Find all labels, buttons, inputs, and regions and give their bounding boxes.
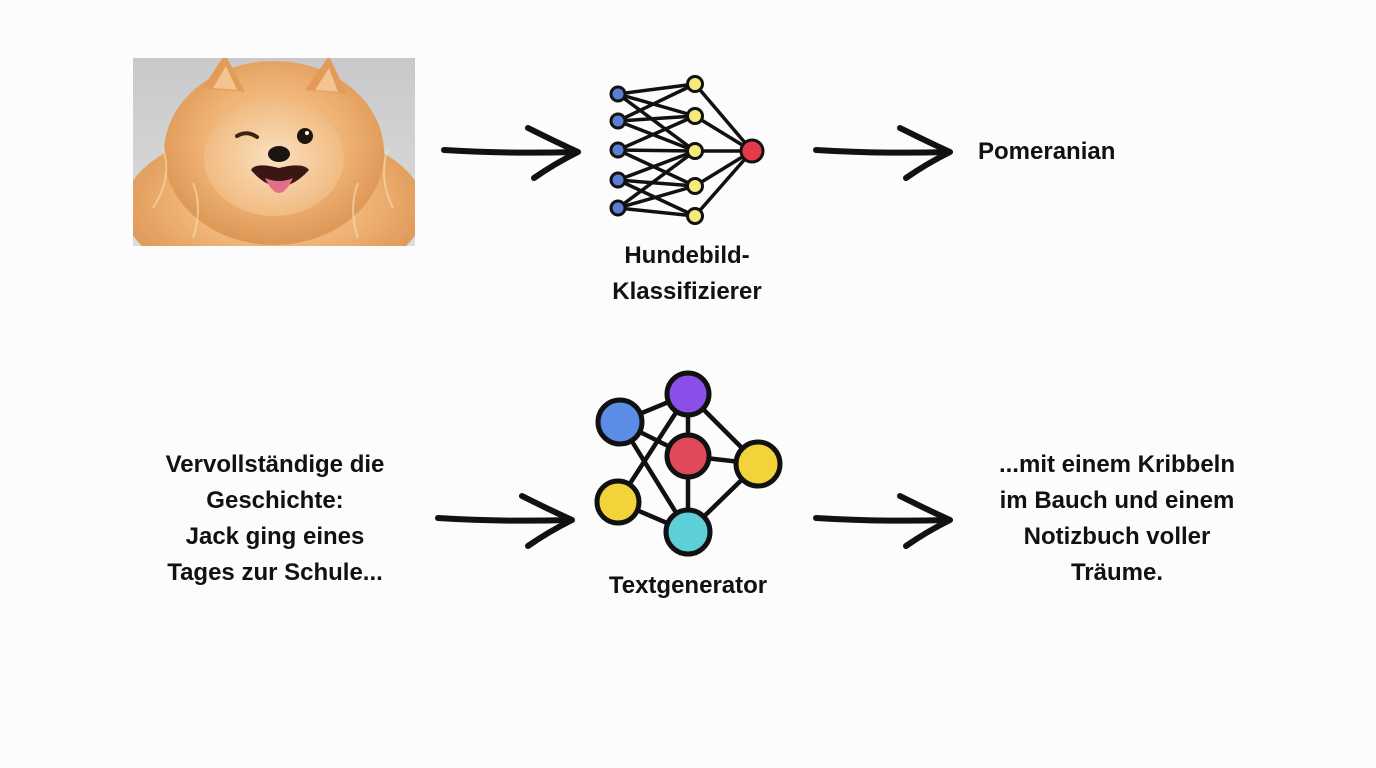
classifier-label-line: Klassifizierer [612, 278, 762, 305]
generated-text: ...mit einem Kribbeln im Bauch und einem… [965, 447, 1269, 591]
classifier-label: Hundebild- Klassifizierer [580, 238, 794, 310]
classifier-label-line: Hundebild- [624, 242, 750, 269]
right-arrow-icon [441, 125, 581, 181]
graph-network-icon [594, 370, 783, 557]
generated-line: Notizbuch voller [1023, 523, 1211, 550]
classifier-output-label: Pomeranian [978, 138, 1116, 165]
right-arrow-icon [813, 493, 953, 549]
generated-line: im Bauch und einem [999, 487, 1235, 514]
neural-network-icon [609, 75, 765, 225]
generated-line: Träume. [1070, 559, 1164, 586]
pomeranian-dog-photo [133, 58, 415, 246]
prompt-line: Jack ging eines [185, 523, 365, 550]
generator-label: Textgenerator [608, 572, 768, 599]
right-arrow-icon [813, 125, 953, 181]
generated-line: ...mit einem Kribbeln [998, 451, 1236, 478]
prompt-line: Tages zur Schule... [167, 559, 383, 586]
prompt-line: Geschichte: [206, 487, 344, 514]
prompt-text: Vervollständige die Geschichte: Jack gin… [120, 447, 430, 591]
right-arrow-icon [435, 493, 575, 549]
prompt-line: Vervollständige die [165, 451, 385, 478]
